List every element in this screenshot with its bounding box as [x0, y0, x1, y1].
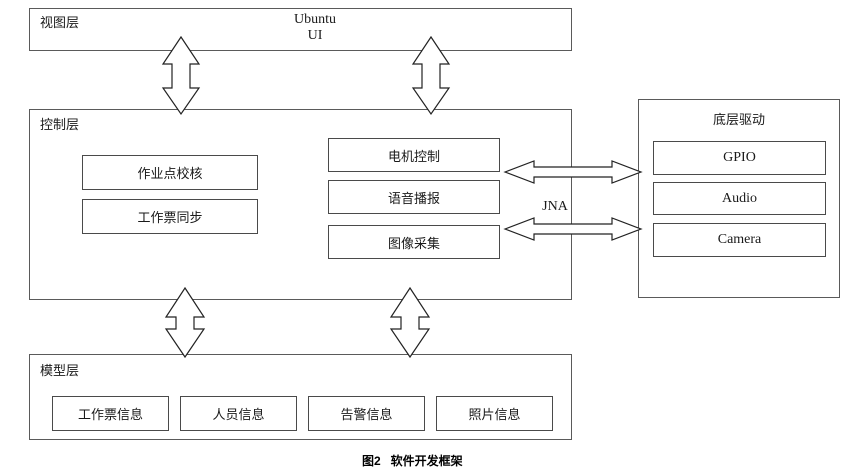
model-layer-container: [29, 354, 572, 440]
driver-layer-title: 底层驱动: [712, 112, 765, 127]
figure-caption: 图2 软件开发框架: [362, 454, 463, 468]
view-layer-title: 视图层: [40, 15, 80, 30]
module-work-ticket-sync[interactable]: 工作票同步: [82, 199, 258, 234]
model-module-photo-info[interactable]: 照片信息: [436, 396, 553, 431]
module-work-point-check[interactable]: 作业点校核: [82, 155, 258, 190]
model-module-personnel-info[interactable]: 人员信息: [180, 396, 297, 431]
driver-module-camera[interactable]: Camera: [653, 223, 826, 257]
jna-bridge-label: JNA: [542, 199, 568, 214]
model-module-work-ticket-info[interactable]: 工作票信息: [52, 396, 169, 431]
module-voice-broadcast[interactable]: 语音播报: [328, 180, 500, 214]
control-layer-container: [29, 109, 572, 300]
driver-module-audio[interactable]: Audio: [653, 182, 826, 215]
model-module-alarm-info[interactable]: 告警信息: [308, 396, 425, 431]
module-image-capture[interactable]: 图像采集: [328, 225, 500, 259]
driver-module-gpio[interactable]: GPIO: [653, 141, 826, 175]
driver-layer-container: [638, 99, 840, 298]
model-layer-title: 模型层: [40, 363, 80, 378]
module-motor-control[interactable]: 电机控制: [328, 138, 500, 172]
control-layer-title: 控制层: [40, 117, 80, 132]
view-layer-container: [29, 8, 572, 51]
platform-label: Ubuntu UI: [294, 12, 336, 43]
